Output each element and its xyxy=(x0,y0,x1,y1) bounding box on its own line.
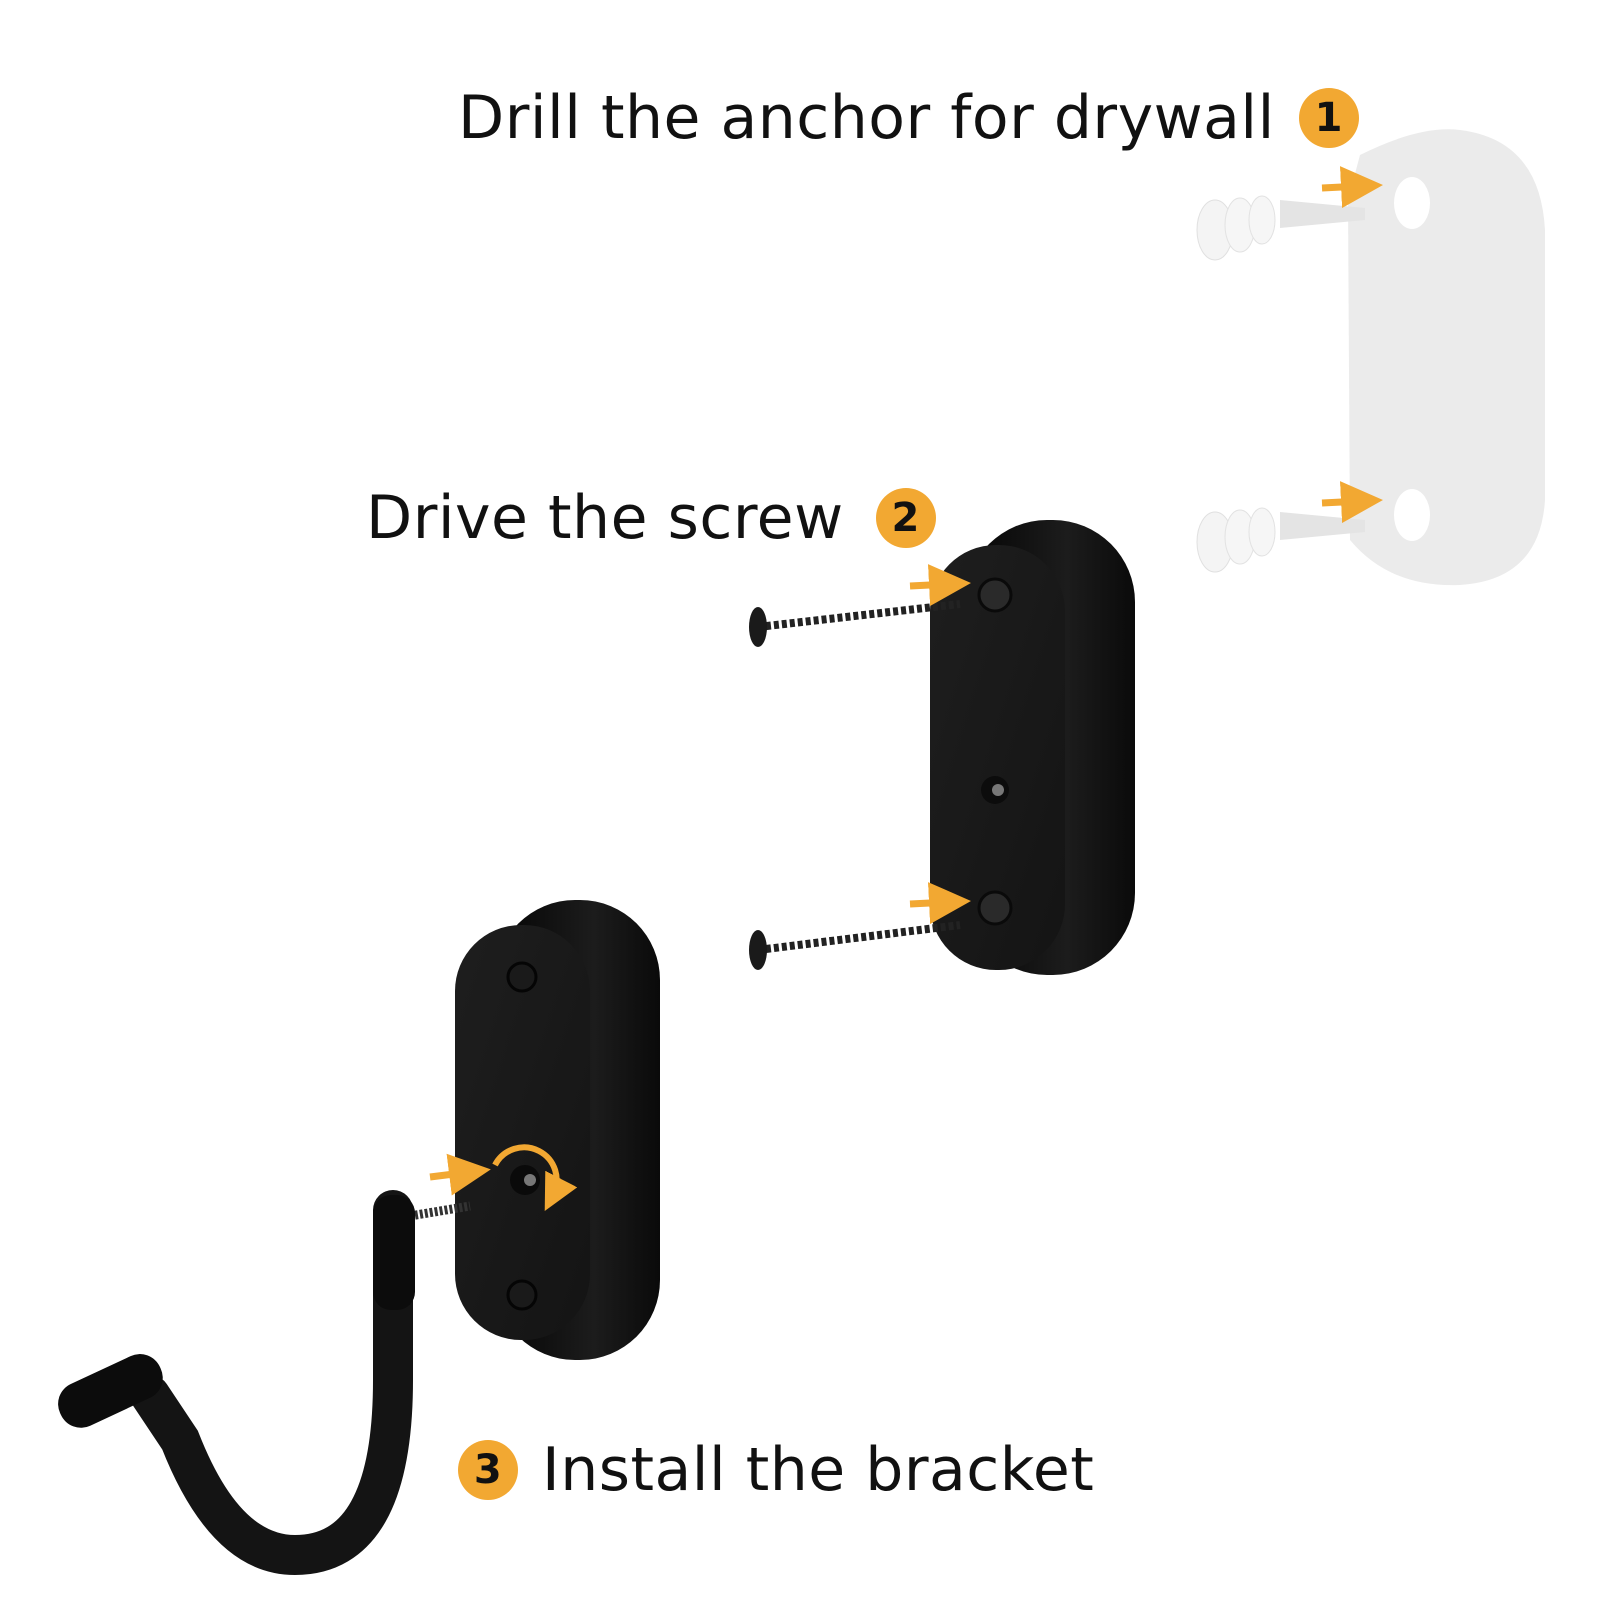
step-3-label: 3 Install the bracket xyxy=(458,1440,1094,1500)
arrow-icon xyxy=(429,1153,491,1196)
step-2-badge: 2 xyxy=(875,488,936,548)
step-1-label: Drill the anchor for drywall 1 xyxy=(458,88,1359,148)
screw-bottom xyxy=(749,921,961,970)
wall-block-step3 xyxy=(455,900,660,1360)
step-3-badge: 3 xyxy=(458,1440,518,1500)
step-2-label: Drive the screw 2 xyxy=(366,488,936,548)
step-1-badge: 1 xyxy=(1298,88,1359,148)
screw-top xyxy=(749,600,961,647)
arrow-icon xyxy=(909,564,971,607)
drywall-plate xyxy=(1348,129,1545,586)
wall-block-step2 xyxy=(930,520,1135,975)
rotate-arrow-icon xyxy=(492,1144,578,1212)
arrow-icon xyxy=(909,882,971,925)
step-1-text: Drill the anchor for drywall xyxy=(458,83,1275,153)
step-3-text: Install the bracket xyxy=(542,1435,1095,1505)
drywall-anchor-top xyxy=(1196,195,1365,261)
hook xyxy=(58,1190,471,1576)
drywall-anchor-bottom xyxy=(1196,507,1365,573)
step-2-text: Drive the screw xyxy=(366,483,844,553)
arrow-icon xyxy=(1321,481,1383,524)
arrow-icon xyxy=(1321,166,1383,209)
